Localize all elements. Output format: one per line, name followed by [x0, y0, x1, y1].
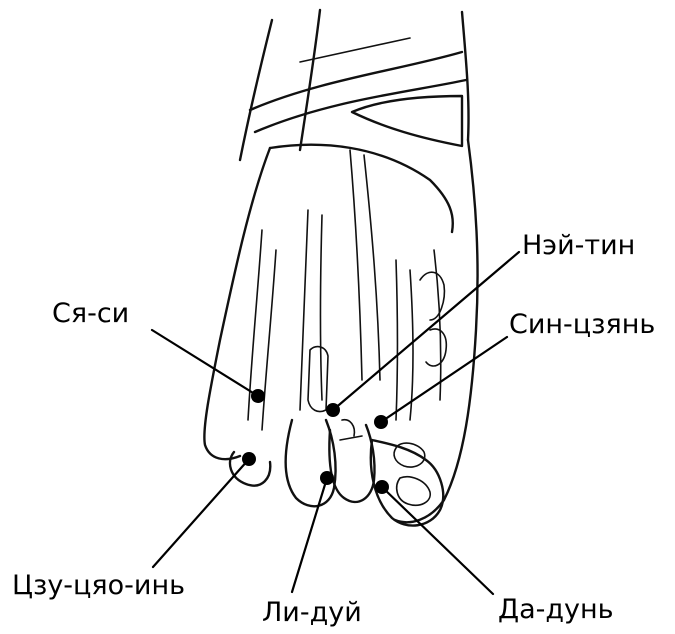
label-da-dun: Да-дунь	[498, 594, 614, 625]
point-marker-li-dui	[320, 471, 334, 485]
leader-line-tszu-tsyao-in	[153, 459, 249, 567]
point-marker-nei-tin	[326, 403, 340, 417]
label-nei-tin: Нэй-тин	[522, 230, 635, 261]
point-marker-tszu-tsyao-in	[242, 452, 256, 466]
leader-lines	[152, 252, 519, 594]
point-marker-sya-si	[251, 389, 265, 403]
leader-line-li-dui	[292, 478, 327, 592]
leader-line-sin-tszyan	[381, 337, 507, 422]
point-labels: Ся-си Нэй-тин Син-цзянь Цзу-цяо-инь Ли-д…	[12, 230, 655, 628]
label-tszu-tsyao-in: Цзу-цяо-инь	[12, 570, 185, 601]
point-marker-sin-tszyan	[374, 415, 388, 429]
label-sya-si: Ся-си	[52, 298, 129, 329]
label-sin-tszyan: Син-цзянь	[509, 309, 655, 340]
leader-line-da-dun	[382, 487, 493, 594]
leader-line-sya-si	[152, 330, 258, 396]
point-marker-da-dun	[375, 480, 389, 494]
label-li-dui: Ли-дуй	[262, 597, 362, 628]
foot-drawing	[204, 10, 477, 526]
